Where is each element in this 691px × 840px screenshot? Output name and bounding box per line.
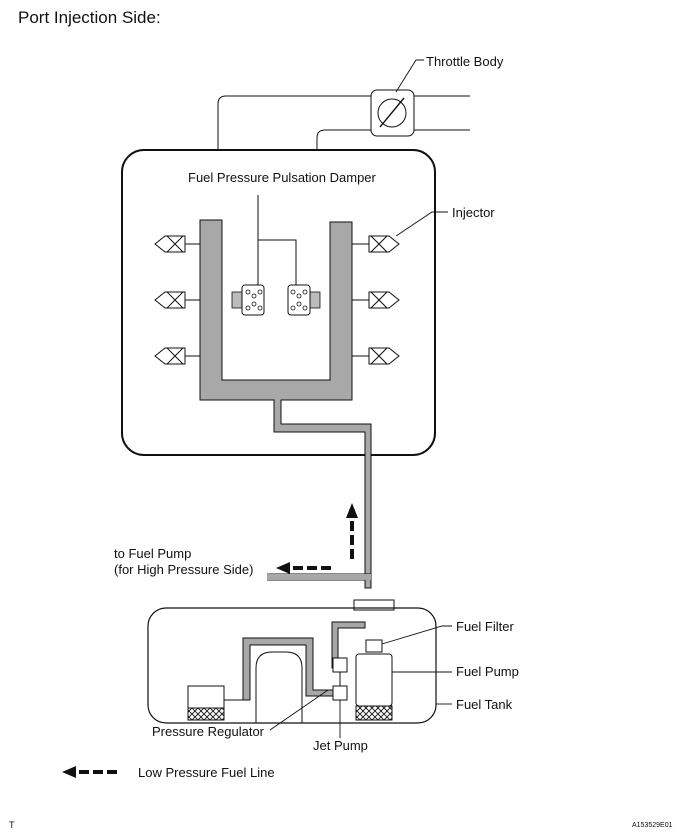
fuel-tank-label: Fuel Tank	[456, 697, 513, 712]
pulsation-damper-right	[287, 284, 321, 316]
fuel-filter-label: Fuel Filter	[456, 619, 514, 634]
figure-code: A153529E01	[632, 822, 673, 829]
flow-arrow-up	[346, 503, 358, 559]
injectors-right	[352, 235, 400, 365]
legend-arrow	[62, 766, 117, 778]
fuel-tank	[147, 599, 437, 724]
footer-left-mark: T	[9, 820, 15, 830]
injectors-left	[154, 235, 200, 365]
pressure-regulator-label: Pressure Regulator	[152, 724, 264, 739]
jet-pump-label: Jet Pump	[313, 738, 368, 753]
page-title: Port Injection Side:	[18, 8, 161, 27]
throttle-body-label: Throttle Body	[426, 54, 504, 69]
to-fuel-pump-label-2: (for High Pressure Side)	[114, 562, 254, 577]
injector-label: Injector	[452, 205, 495, 220]
throttle-body	[217, 59, 470, 150]
to-fuel-pump-label-1: to Fuel Pump	[114, 546, 192, 561]
engine-box	[121, 149, 436, 456]
flow-arrow-left	[276, 562, 331, 574]
delivery-pipes	[199, 219, 372, 589]
fuel-pump-label: Fuel Pump	[456, 664, 519, 679]
leader-lines	[269, 625, 452, 738]
pulsation-damper-label: Fuel Pressure Pulsation Damper	[188, 170, 376, 185]
pulsation-damper-left	[231, 284, 265, 316]
high-pressure-branch	[267, 573, 371, 581]
legend-label: Low Pressure Fuel Line	[138, 765, 275, 780]
